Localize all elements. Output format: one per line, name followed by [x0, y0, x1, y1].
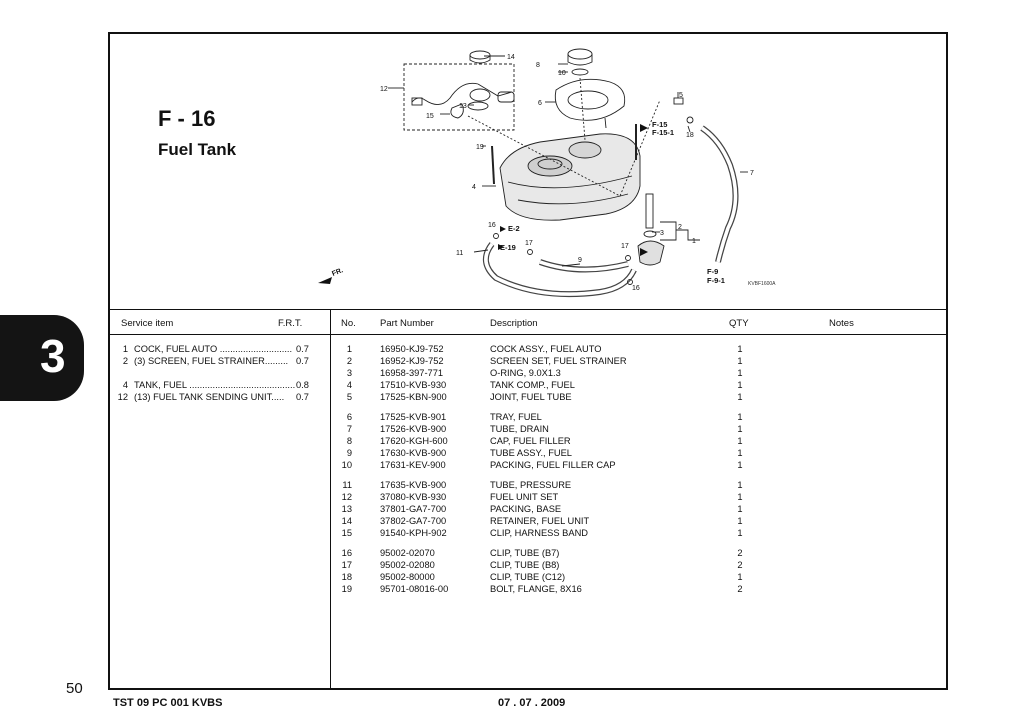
- callout-16a: 16: [488, 222, 496, 229]
- callout-16b: 16: [632, 285, 640, 292]
- callout-12: 12: [380, 86, 388, 93]
- callout-7: 7: [750, 170, 754, 177]
- callout-2: 2: [678, 224, 682, 231]
- table-header-top-rule: [108, 309, 948, 310]
- table-header-bottom-rule: [108, 334, 948, 335]
- fuel-cock-body: [637, 240, 665, 266]
- section-code: F - 16: [158, 106, 216, 131]
- callout-13: 13: [459, 103, 467, 110]
- front-arrow-icon: [318, 277, 332, 284]
- footer-date: 07 . 07 . 2009: [498, 697, 566, 709]
- o-ring: [643, 230, 657, 238]
- callout-14: 14: [507, 54, 515, 61]
- callout-17b: 17: [621, 243, 629, 250]
- ref-f15-1: F-15-1: [652, 128, 674, 137]
- callout-6: 6: [538, 100, 542, 107]
- callout-8: 8: [536, 62, 540, 69]
- no-header: No.: [341, 318, 356, 329]
- ref-f15: F-15: [652, 120, 667, 129]
- page-number: 50: [66, 680, 83, 697]
- ref-arrow-icon: [640, 124, 648, 132]
- fuel-tank: [499, 133, 641, 221]
- footer-catalog-code: TST 09 PC 001 KVBS: [113, 697, 223, 709]
- service-item-header: Service item: [121, 318, 174, 329]
- tube-clip-c12: [686, 116, 694, 124]
- ref-e2: E-2: [508, 224, 520, 233]
- chapter-number: 3: [40, 330, 66, 382]
- fuel-unit-inset: [403, 63, 515, 131]
- base-packing: [467, 101, 489, 111]
- callout-5: 5: [679, 92, 683, 99]
- fuel-tube-joint: [673, 97, 684, 105]
- fuel-unit-float: [469, 88, 491, 102]
- callout-17a: 17: [525, 240, 533, 247]
- ref-e19: E-19: [500, 243, 516, 252]
- section-title: Fuel Tank: [158, 140, 237, 159]
- callout-19: 19: [476, 144, 484, 151]
- callout-4: 4: [472, 184, 476, 191]
- callout-18: 18: [686, 132, 694, 139]
- flange-bolt: [491, 145, 495, 185]
- notes-header: Notes: [829, 318, 854, 329]
- qty-header: QTY: [729, 318, 749, 329]
- harness-band-clip: [450, 103, 464, 119]
- diagram-code: KVBF1600A: [748, 281, 776, 287]
- front-label: FR.: [331, 267, 344, 278]
- part-number-header: Part Number: [380, 318, 434, 329]
- fuel-tray: [554, 78, 626, 121]
- frt-header: F.R.T.: [278, 318, 303, 329]
- fuel-cock-screen: [645, 193, 654, 229]
- callout-15: 15: [426, 113, 434, 120]
- drain-tube: [700, 125, 739, 263]
- page-frame: [108, 32, 948, 690]
- table-divider: [330, 309, 331, 690]
- fuel-unit-connector: [411, 97, 423, 106]
- ref-f9-1: F-9-1: [707, 276, 725, 285]
- tube-clip-b7: [493, 233, 499, 239]
- fuel-unit-sender: [497, 91, 515, 103]
- exploded-parts-diagram: 14 12 15 13 8 10 6 5 18 7 19 4 2 3 1 16 …: [318, 48, 776, 298]
- tube-clip-b8: [527, 249, 533, 255]
- chapter-tab: 3: [0, 315, 84, 401]
- callout-1: 1: [692, 238, 696, 245]
- ref-f9: F-9: [707, 267, 718, 276]
- callout-11: 11: [456, 250, 463, 257]
- filler-cap: [567, 48, 593, 60]
- callout-3: 3: [660, 230, 664, 237]
- callout-9: 9: [578, 257, 582, 264]
- callout-10: 10: [558, 70, 566, 77]
- description-header: Description: [490, 318, 538, 329]
- filler-packing: [571, 68, 589, 76]
- retainer-ring: [469, 50, 491, 60]
